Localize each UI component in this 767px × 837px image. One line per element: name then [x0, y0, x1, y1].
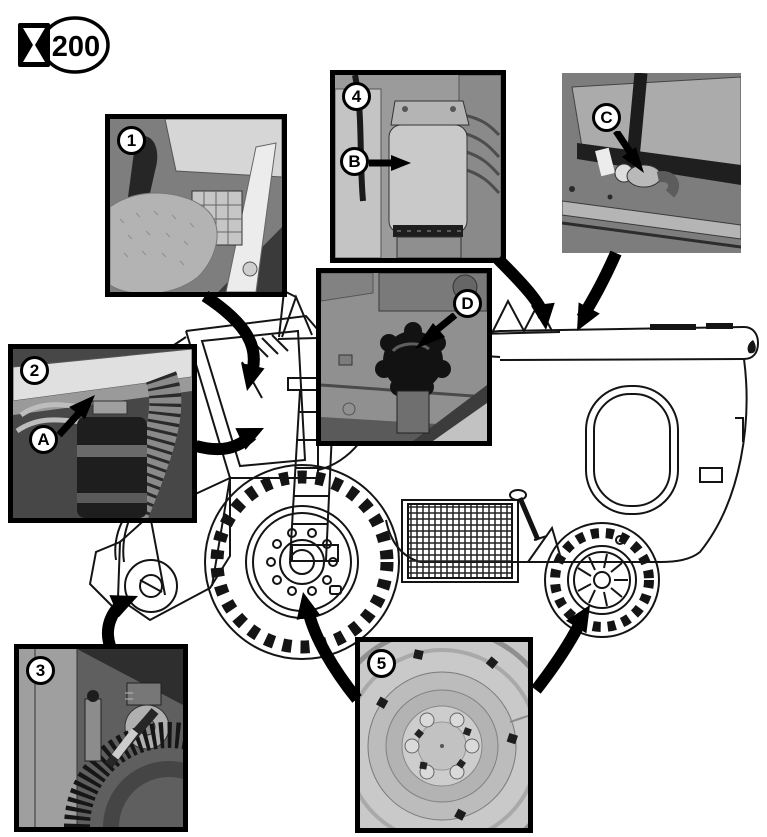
inset-photo-5-wheel-bolts: 5 — [355, 637, 533, 833]
inset-photo-4-fuel-filter: 4 B — [330, 70, 506, 263]
pointer-D-arrow-icon — [415, 313, 458, 349]
pointer-C-arrow-icon — [613, 131, 644, 173]
inset-photo-D-reservoir-cap: D — [316, 268, 492, 446]
auger-tube — [499, 325, 760, 361]
photo-wheel-hub — [360, 642, 528, 828]
body-panels — [317, 352, 748, 583]
callout-2-badge: 2 — [20, 356, 49, 385]
service-interval-symbol: 200 — [16, 12, 112, 78]
callout-A-badge: A — [29, 425, 58, 454]
photo-drain-fitting — [562, 73, 741, 253]
inset-photo-C-drain-fitting: C — [562, 73, 741, 253]
callout-D-badge: D — [453, 289, 482, 318]
interval-hours: 200 — [52, 31, 100, 63]
photo-cab-interior — [110, 119, 282, 292]
rear-wheel — [544, 522, 660, 638]
inset-photo-2-air-intake: 2 A — [8, 344, 197, 523]
pointer-A-arrow-icon — [56, 395, 95, 437]
inset-photo-3-grease-point: 3 — [14, 644, 188, 832]
callout-4-badge: 4 — [342, 82, 371, 111]
radiator-grille — [407, 503, 513, 579]
pointer-B-arrow-icon — [369, 155, 411, 171]
callout-C-badge: C — [592, 103, 621, 132]
callout-B-badge: B — [340, 147, 369, 176]
callout-3-badge: 3 — [26, 656, 55, 685]
inset-photo-1-cab-filter: 1 — [105, 114, 287, 297]
callout-5-badge: 5 — [367, 649, 396, 678]
callout-1-badge: 1 — [117, 126, 146, 155]
